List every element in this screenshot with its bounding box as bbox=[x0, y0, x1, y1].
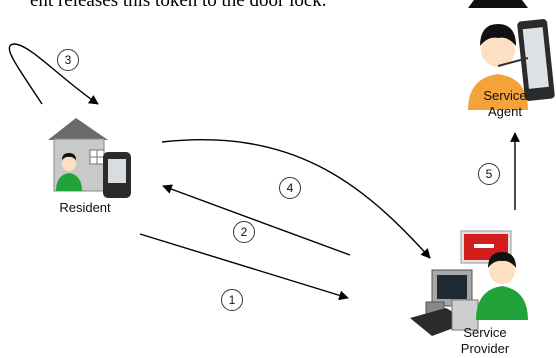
arrow-step-2 bbox=[162, 184, 351, 256]
resident-phone-icon bbox=[103, 152, 131, 198]
provider-computer-icon bbox=[410, 269, 479, 336]
resident-label: Resident bbox=[59, 200, 111, 215]
arrow-step-4 bbox=[161, 139, 431, 259]
step-5-marker: 5 bbox=[478, 163, 500, 185]
agent-label-line1: Service bbox=[483, 88, 527, 103]
provider-label-line2: Provider bbox=[460, 341, 510, 356]
resident-person-icon bbox=[56, 153, 82, 191]
arrow-step-3 bbox=[8, 43, 99, 105]
arrow-step-1 bbox=[139, 233, 349, 301]
agent-tablet-icon bbox=[497, 19, 555, 101]
header-text: ent releases this token to the door lock… bbox=[30, 0, 327, 11]
step-4-marker: 4 bbox=[279, 177, 301, 199]
provider-person-icon bbox=[476, 252, 528, 320]
step-1-marker: 1 bbox=[221, 289, 243, 311]
provider-label-line1: Service bbox=[463, 325, 507, 340]
step-3-marker: 3 bbox=[57, 49, 79, 71]
agent-label-line2: Agent bbox=[488, 104, 522, 119]
agent-person-icon bbox=[468, 0, 528, 110]
step-2-marker: 2 bbox=[233, 221, 255, 243]
